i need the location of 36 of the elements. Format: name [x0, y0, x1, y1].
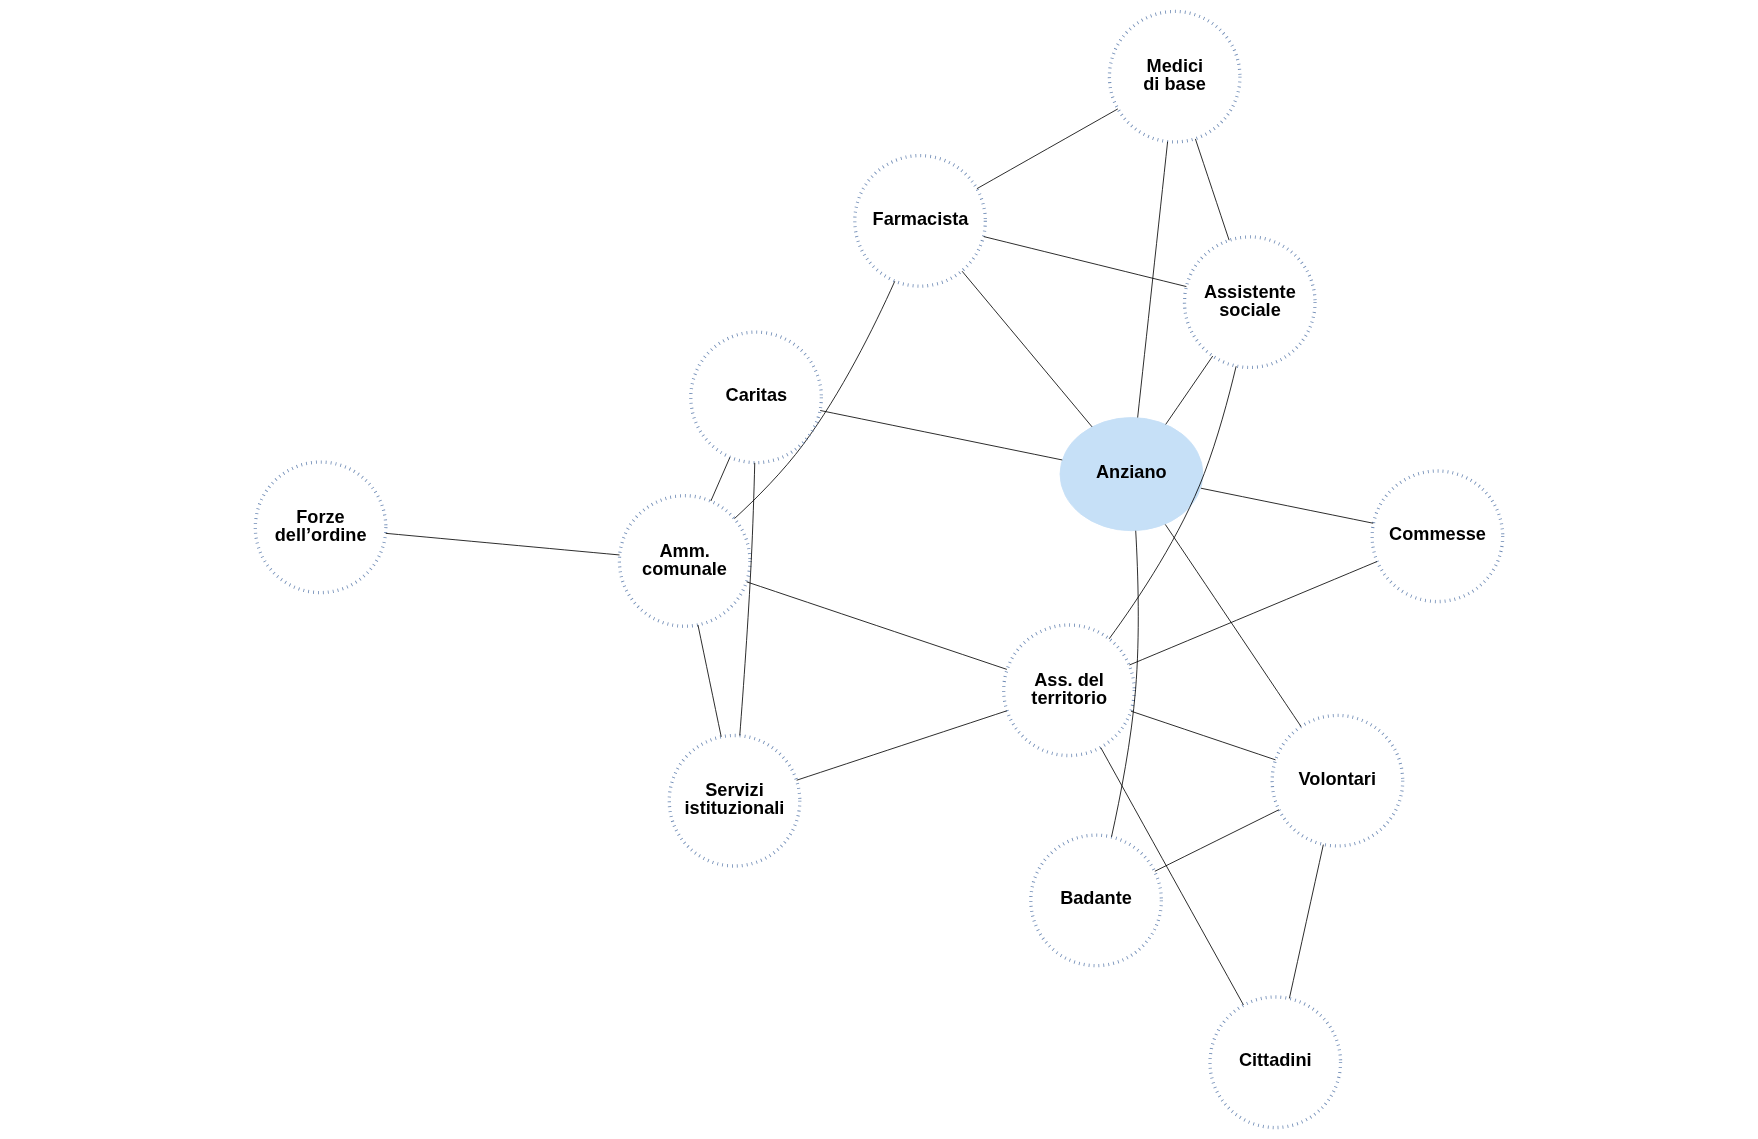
connector — [976, 108, 1119, 190]
connector — [819, 410, 1063, 461]
connector — [1195, 138, 1230, 241]
connector — [1200, 487, 1374, 524]
node-circle: Badante — [1029, 833, 1164, 968]
node-circle: Cittadini — [1208, 995, 1343, 1130]
connector — [1129, 561, 1378, 666]
node-circle: Medici di base — [1107, 9, 1242, 144]
connector — [1100, 747, 1244, 1006]
connector — [1164, 523, 1302, 727]
connector — [1130, 710, 1276, 761]
connector — [796, 710, 1008, 781]
connector — [983, 236, 1187, 287]
node-circle: Caritas — [689, 330, 823, 465]
connector — [1154, 809, 1280, 872]
node-circle: Commesse — [1370, 469, 1505, 604]
connector — [739, 462, 756, 736]
connector — [385, 532, 620, 556]
connector — [734, 280, 896, 520]
connector — [746, 581, 1008, 670]
connector — [1288, 844, 1324, 999]
node-circle: Farmacista — [853, 153, 987, 288]
node-circle: Servizi istituzionali — [667, 733, 802, 868]
node-ellipse: Anziano — [1059, 417, 1204, 532]
connector — [1137, 141, 1169, 418]
node-circle: Forze dell’ordine — [253, 460, 388, 595]
node-circle: Amm. comunale — [617, 494, 752, 628]
connector — [1111, 530, 1139, 838]
connector — [1108, 365, 1237, 640]
node-circle: Ass. del territorio — [1002, 623, 1136, 758]
connector — [697, 624, 722, 738]
node-circle: Volontari — [1270, 713, 1405, 848]
node-circle: Assistente sociale — [1182, 235, 1317, 370]
connector — [961, 270, 1093, 428]
connector — [710, 456, 731, 502]
connector — [1165, 355, 1214, 425]
